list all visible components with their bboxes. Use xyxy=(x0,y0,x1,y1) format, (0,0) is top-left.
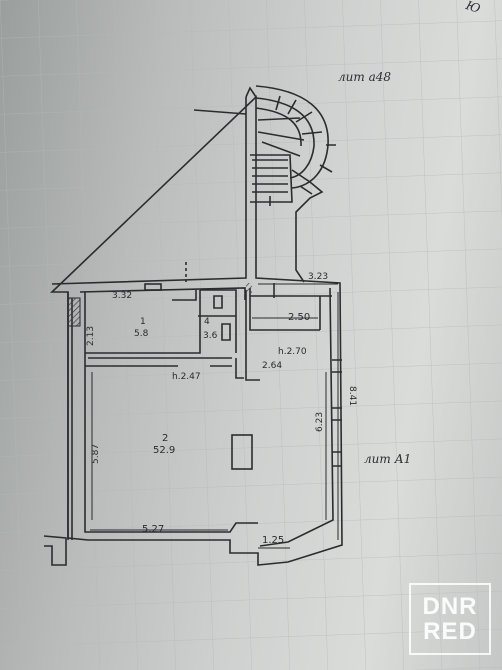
label-room1-id: 1 xyxy=(140,317,146,327)
label-corridor-height: h.2.70 xyxy=(278,347,307,357)
label-stair-width: 3.23 xyxy=(308,272,329,282)
dnr-red-watermark: DNR RED xyxy=(409,583,491,655)
label-main-left-len: 5.87 xyxy=(91,443,101,464)
label-main-area: 52.9 xyxy=(153,445,176,456)
label-room1-top: 3.32 xyxy=(112,291,133,301)
label-room1-area: 5.8 xyxy=(134,329,149,339)
label-right-total-len: 8.41 xyxy=(347,386,357,407)
label-corridor-len: 2.64 xyxy=(262,361,283,371)
label-bottom-len: 5.27 xyxy=(142,524,165,535)
note-top: лит а48 xyxy=(338,70,391,84)
label-right-side-len: 6.23 xyxy=(315,411,325,432)
hatched-stub xyxy=(246,283,252,293)
label-bottom-right-len: 1.25 xyxy=(262,535,285,546)
watermark-line1: DNR xyxy=(422,592,478,620)
watermark-line2: RED xyxy=(423,618,477,645)
note-right: лит А1 xyxy=(364,452,412,466)
label-main-id: 2 xyxy=(162,433,169,444)
walls xyxy=(43,85,343,566)
label-corridor-width: 2.50 xyxy=(288,312,311,323)
dimension-lines xyxy=(90,283,339,549)
label-room1-left: 2.13 xyxy=(86,325,96,346)
label-wc-area: 3.6 xyxy=(203,331,218,341)
label-wc-id: 4 xyxy=(204,317,210,327)
label-main-height: h.2.47 xyxy=(172,372,201,382)
hatched-wall xyxy=(67,297,81,327)
